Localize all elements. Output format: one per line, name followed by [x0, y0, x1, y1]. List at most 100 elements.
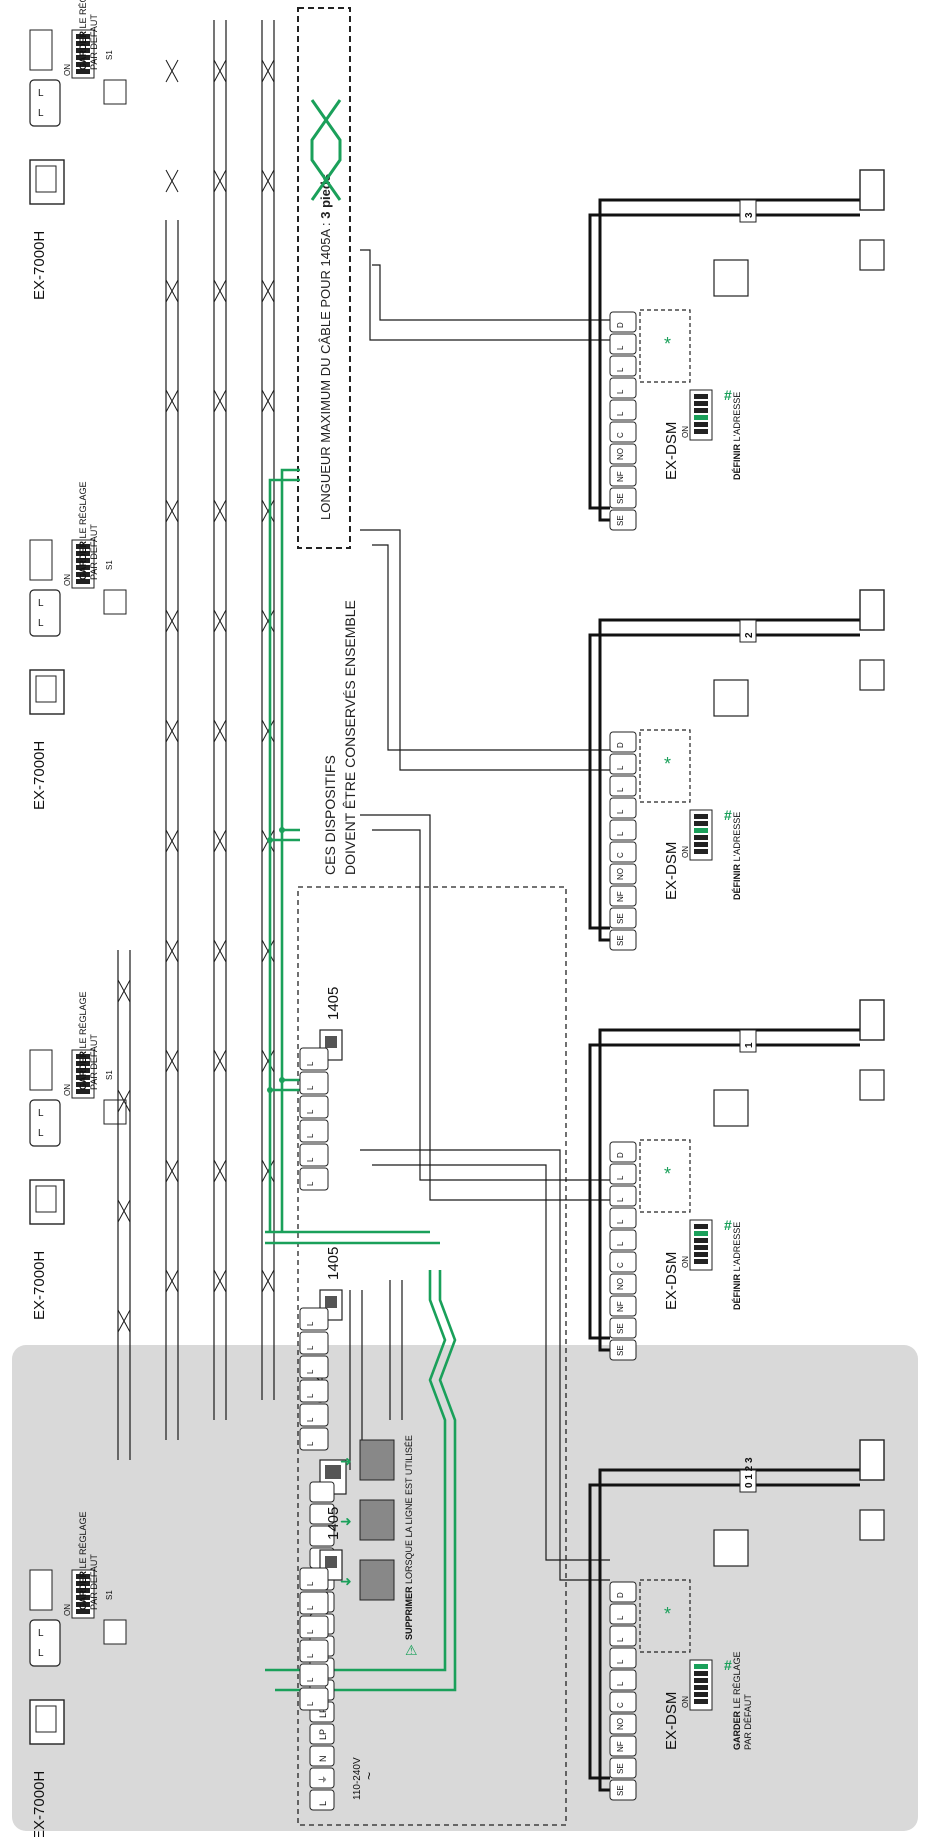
dip-switch: ON	[63, 539, 95, 589]
keep-together-line2: DOIVENT ÊTRE CONSERVÉS ENSEMBLE	[342, 600, 358, 875]
relay-box	[639, 729, 691, 803]
terminal-label: NF	[616, 1741, 625, 1752]
terminal-label: L	[306, 1677, 315, 1682]
keypad-icon	[859, 1509, 885, 1541]
dip-on-label: ON	[681, 1696, 690, 1708]
asterisk-icon: *	[664, 754, 671, 774]
arrow-icon: ➜	[340, 1453, 352, 1469]
terminal-label: L	[616, 1219, 625, 1224]
dip-on-label: ON	[63, 1084, 72, 1096]
door-strike-icon	[859, 1439, 885, 1481]
dip-on-label: ON	[63, 574, 72, 586]
master-zone-background	[12, 1345, 918, 1831]
terminal-label: NO	[616, 868, 625, 880]
terminal-label: L	[306, 1321, 315, 1326]
asterisk-icon: *	[664, 1604, 671, 1624]
terminal-label: N	[318, 1756, 328, 1763]
terminal-label: L	[306, 1393, 315, 1398]
terminal-label: NO	[616, 448, 625, 460]
cable-length-box	[297, 7, 351, 549]
door-station-note: GARDER LE RÉGLAGE	[732, 1651, 742, 1750]
dip-switch: ON	[63, 29, 95, 79]
asterisk-icon: *	[664, 334, 671, 354]
terminal-label: L	[616, 411, 625, 416]
terminal-label: L	[38, 1108, 44, 1119]
rotary-switch-icon	[103, 589, 127, 615]
warning-icon: ⚠	[405, 1642, 418, 1658]
terminal-label: L	[38, 108, 44, 119]
relay-box	[639, 309, 691, 383]
relay-box	[639, 1579, 691, 1653]
terminal-label: SE	[616, 1763, 625, 1774]
door-station-model: EX-DSM	[663, 422, 680, 480]
terminal-label: L	[616, 1175, 625, 1180]
terminal-label: C	[616, 1702, 625, 1708]
relay-module	[359, 1499, 395, 1541]
dip-on-label: ON	[63, 64, 72, 76]
dip-s1-label: S1	[105, 1070, 114, 1080]
terminal-label: SE	[616, 1785, 625, 1796]
voltage-label: 110-240V	[352, 1757, 363, 1800]
hash-icon: #	[724, 387, 732, 403]
asterisk-icon: *	[664, 1164, 671, 1184]
hash-icon: #	[724, 807, 732, 823]
address-value: 0 1 2 3	[744, 1457, 755, 1488]
terminal-label: L	[616, 809, 625, 814]
door-station-model: EX-DSM	[663, 842, 680, 900]
terminal-label: L	[38, 1128, 44, 1139]
address-value: 3	[744, 212, 755, 218]
address-switch-icon	[713, 1529, 749, 1567]
keep-default-note: GARDER LE RÉGLAGE	[78, 1511, 88, 1610]
terminal-label: SE	[616, 1345, 625, 1356]
terminal-label: L	[38, 618, 44, 629]
terminal-label: NF	[616, 1301, 625, 1312]
dip-switch: ON	[63, 1569, 95, 1619]
terminal-label: NF	[616, 471, 625, 482]
room-station-terminals: LL	[29, 539, 61, 637]
keypad-icon	[859, 239, 885, 271]
room-station-model: EX-7000H	[31, 1251, 48, 1320]
terminal-label: NO	[616, 1278, 625, 1290]
terminal-label: L	[38, 1648, 44, 1659]
terminal-label: L	[306, 1109, 315, 1114]
terminal-label: L	[306, 1629, 315, 1634]
room-station-terminals: LL	[29, 29, 61, 127]
keep-together-line1: CES DISPOSITIFS	[322, 755, 338, 875]
terminal-label: L	[38, 1628, 44, 1639]
address-switch-icon	[713, 679, 749, 717]
terminal-label: L	[306, 1581, 315, 1586]
hash-icon: #	[724, 1217, 732, 1233]
remove-note: SUPPRIMER LORSQUE LA LIGNE EST UTILISÉE	[404, 1435, 414, 1640]
terminal-label: L	[616, 831, 625, 836]
terminal-label: L	[306, 1157, 315, 1162]
terminal-label: SE	[616, 493, 625, 504]
address-switch-icon	[713, 1089, 749, 1127]
terminal-label: LP	[318, 1707, 328, 1718]
terminal-label: D	[616, 742, 625, 748]
terminal-label: D	[616, 322, 625, 328]
keep-default-note: GARDER LE RÉGLAGE	[78, 991, 88, 1090]
adapter-model: 1405	[325, 1247, 342, 1280]
terminal-label: SE	[616, 1323, 625, 1334]
keep-default-note-line2: PAR DÉFAUT	[89, 1034, 99, 1090]
terminal-label: L	[306, 1345, 315, 1350]
green-bus	[265, 468, 457, 1692]
address-value: 1	[744, 1042, 755, 1048]
keypad-icon	[859, 659, 885, 691]
rotary-switch-icon	[103, 79, 127, 105]
keep-default-note: GARDER LE RÉGLAGE	[78, 0, 88, 70]
terminal-label: L	[616, 367, 625, 372]
relay-module	[359, 1559, 395, 1601]
terminal-label: L	[306, 1369, 315, 1374]
door-station-note: DÉFINIR L'ADRESSE	[732, 1222, 742, 1310]
terminal-label: L	[616, 389, 625, 394]
keep-default-note-line2: PAR DÉFAUT	[89, 14, 99, 70]
terminal-label: ⏚	[318, 1775, 328, 1784]
door-station-note: DÉFINIR L'ADRESSE	[732, 392, 742, 480]
